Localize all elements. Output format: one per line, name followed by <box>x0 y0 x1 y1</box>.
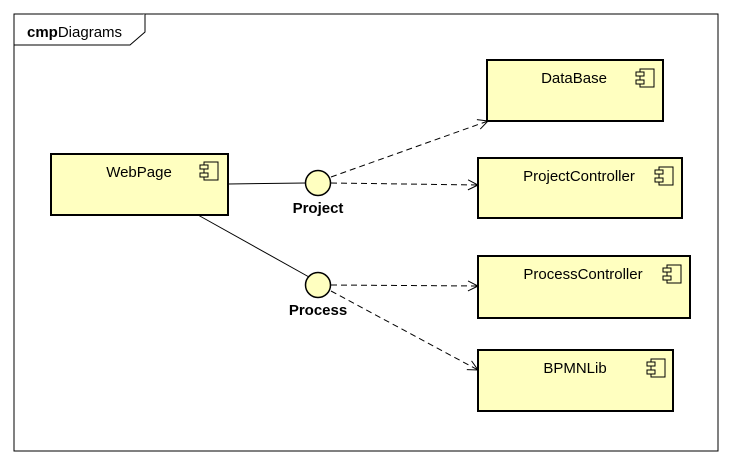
component-projectcontroller-box <box>477 157 683 219</box>
component-webpage[interactable]: WebPage <box>50 153 229 216</box>
frame-name: Diagrams <box>58 24 122 41</box>
component-processcontroller-box <box>477 255 691 319</box>
component-webpage-box <box>50 153 229 216</box>
component-projectcontroller[interactable]: ProjectController <box>477 157 683 219</box>
component-icon <box>646 358 666 378</box>
assembly-line-webpage-project <box>227 182 307 185</box>
component-bpmnlib[interactable]: BPMNLib <box>477 349 674 412</box>
interface-project[interactable]: Project <box>293 169 344 218</box>
dependency-project-projectcontroller <box>330 183 478 185</box>
component-database[interactable]: DataBase <box>486 59 664 122</box>
component-icon <box>635 68 655 88</box>
interface-process-circle <box>304 271 332 299</box>
interface-project-label: Project <box>293 200 344 217</box>
component-webpage-label: WebPage <box>106 164 172 181</box>
component-projectcontroller-label: ProjectController <box>523 168 635 185</box>
component-processcontroller-label: ProcessController <box>523 266 642 283</box>
component-bpmnlib-label: BPMNLib <box>543 360 606 377</box>
frame-title: cmpDiagrams <box>27 24 122 41</box>
frame-kind: cmp <box>27 24 58 41</box>
component-processcontroller[interactable]: ProcessController <box>477 255 691 319</box>
interface-process[interactable]: Process <box>289 271 347 320</box>
component-bpmnlib-box <box>477 349 674 412</box>
component-icon <box>654 166 674 186</box>
dependency-process-processcontroller <box>330 285 478 286</box>
interface-process-label: Process <box>289 302 347 319</box>
dependency-project-database <box>330 121 488 178</box>
component-icon <box>662 264 682 284</box>
connectors <box>197 121 488 370</box>
component-icon <box>199 161 219 181</box>
component-database-box <box>486 59 664 122</box>
interface-project-circle <box>304 169 332 197</box>
dependency-process-bpmnlib <box>330 290 478 370</box>
assembly-line-webpage-process <box>197 214 310 278</box>
component-database-label: DataBase <box>541 70 607 87</box>
